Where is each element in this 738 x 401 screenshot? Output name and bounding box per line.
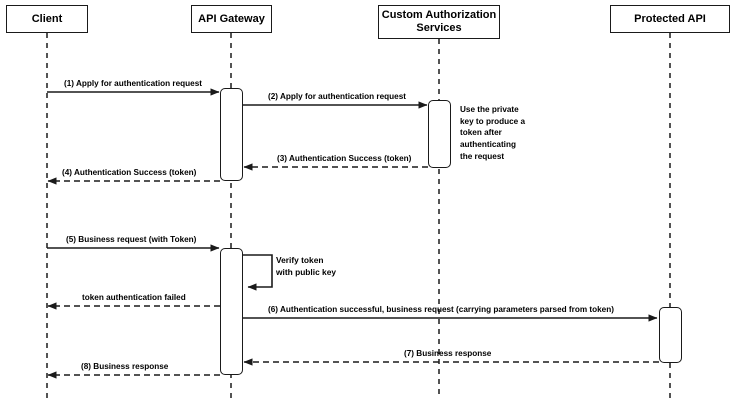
self-message-verify-token: [243, 254, 273, 291]
self-message-label-verify-token-line2: with public key: [276, 266, 337, 277]
message-label-2: (2) Apply for authentication request: [268, 92, 406, 101]
participant-custom-authorization-services-label: Custom Authorization Services: [381, 9, 497, 34]
note-private-key: Use the private key to produce a token a…: [460, 104, 538, 162]
participant-custom-authorization-services[interactable]: Custom Authorization Services: [378, 5, 500, 39]
message-label-6: (6) Authentication successful, business …: [268, 305, 614, 314]
participant-protected-api-label: Protected API: [634, 12, 706, 25]
activation-bar-protected-api-phase: [658, 307, 682, 363]
activation-bar-gateway-business-phase: [219, 248, 243, 375]
participant-protected-api[interactable]: Protected API: [610, 5, 730, 33]
note-private-key-line-4: authenticating: [460, 139, 516, 149]
message-label-8: (8) Business response: [81, 362, 169, 371]
message-label-token-failed: token authentication failed: [82, 293, 186, 302]
message-label-4: (4) Authentication Success (token): [62, 168, 197, 177]
self-message-label-verify-token: Verify token with public key: [276, 255, 336, 279]
participant-api-gateway-label: API Gateway: [198, 12, 265, 25]
activation-bar-gateway-auth-phase: [219, 88, 243, 181]
note-private-key-line-3: token after: [460, 128, 502, 138]
note-private-key-line-5: the request: [460, 151, 505, 161]
participant-client[interactable]: Client: [6, 5, 88, 33]
message-label-3: (3) Authentication Success (token): [277, 154, 412, 163]
message-label-1: (1) Apply for authentication request: [64, 79, 202, 88]
participant-api-gateway[interactable]: API Gateway: [191, 5, 272, 33]
activation-bar-authservice-token-phase: [427, 100, 451, 168]
message-label-5: (5) Business request (with Token): [66, 235, 197, 244]
self-message-label-verify-token-line1: Verify token: [276, 255, 324, 265]
message-label-7: (7) Business response: [404, 349, 492, 358]
note-private-key-line-2: key to produce a: [460, 116, 526, 126]
note-private-key-line-1: Use the private: [460, 105, 519, 114]
participant-client-label: Client: [31, 12, 63, 25]
